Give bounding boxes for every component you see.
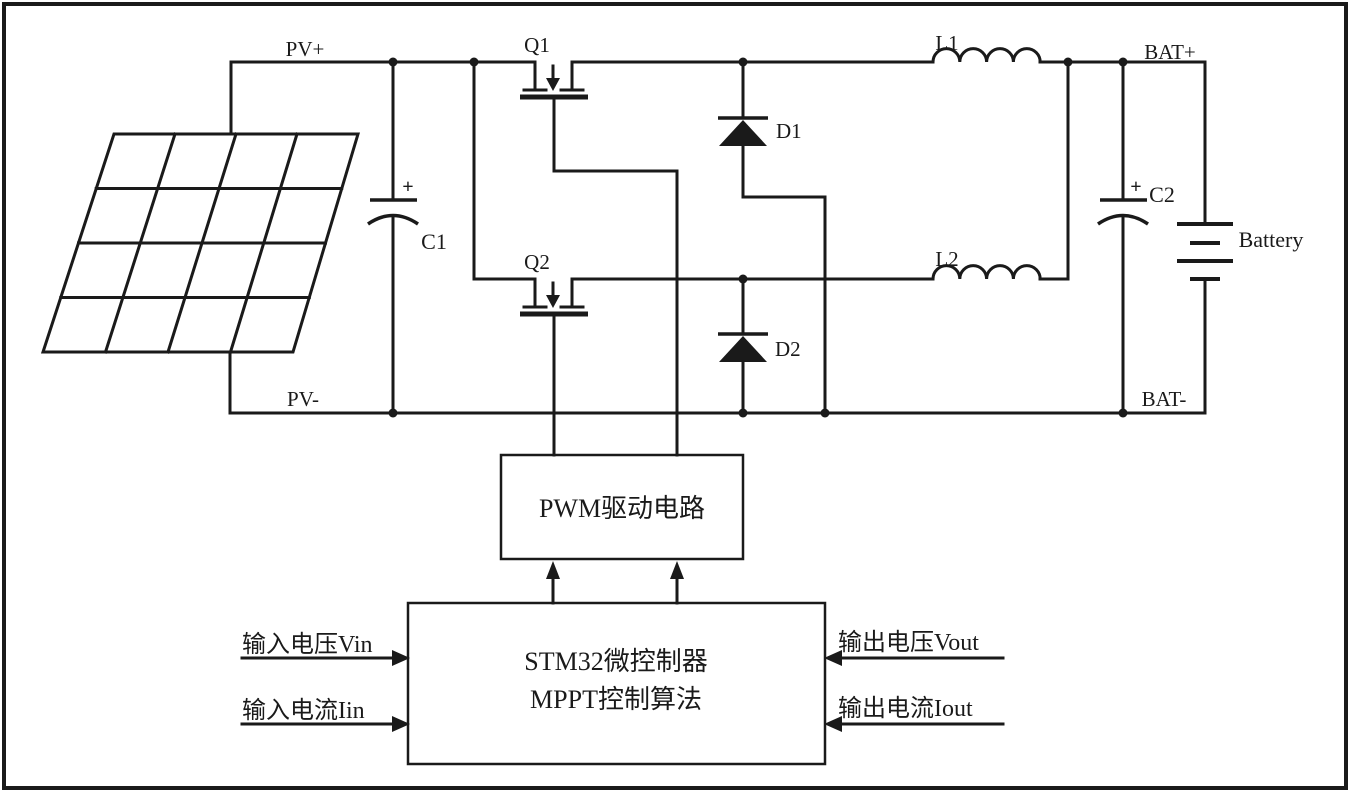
l2-label: L2: [935, 247, 958, 271]
c1-capacitor: [367, 198, 419, 226]
input-current-label: 输入电流Iin: [242, 697, 365, 724]
mcu-block: STM32微控制器 MPPT控制算法: [406, 601, 827, 766]
pwm-block-label: PWM驱动电路: [539, 494, 705, 523]
q2-body-arrow: [546, 295, 560, 308]
junction-dot: [1063, 57, 1073, 67]
solar-panel: [40, 132, 361, 354]
bat-minus-label: BAT-: [1142, 387, 1187, 411]
junction-dot: [388, 57, 398, 67]
l1-label: L1: [935, 31, 958, 55]
signal-labels: 输入电压Vin 输入电流Iin 输出电压Vout 输出电流Iout: [242, 629, 979, 724]
wire-pv-plus-rail: [229, 60, 537, 136]
d1-triangle: [719, 120, 767, 146]
arrow-left-icon: [824, 650, 842, 666]
mcu-block-label-line2: MPPT控制算法: [530, 685, 702, 714]
input-voltage-label: 输入电压Vin: [242, 631, 373, 658]
d1-diode: [718, 116, 768, 146]
l2-inductor: [931, 264, 1042, 281]
mcu-block-box: [406, 601, 827, 766]
output-signal-arrows: [824, 650, 1005, 732]
battery-label: Battery: [1239, 227, 1304, 252]
arrow-up-icon: [670, 561, 684, 579]
q1-mosfet: [520, 60, 588, 100]
solar-panel-outline: [40, 132, 361, 354]
junction-dot: [738, 408, 748, 418]
wire-q1-gate-route: [552, 97, 679, 457]
d2-triangle: [719, 336, 767, 362]
pv-plus-label: PV+: [286, 37, 325, 61]
output-current-label: 输出电流Iout: [838, 695, 973, 722]
junction-dot: [738, 57, 748, 67]
q1-body-arrow: [546, 78, 560, 91]
wire-pv-minus-rail: [228, 350, 1207, 415]
arrow-right-icon: [392, 716, 410, 732]
junction-dot: [1118, 57, 1128, 67]
junction-dot: [1118, 408, 1128, 418]
junction-dot: [820, 408, 830, 418]
wire-q2-drain-branch: [472, 60, 537, 281]
c2-label: C2: [1149, 182, 1175, 207]
c2-bottom-plate: [1097, 213, 1149, 226]
c1-label: C1: [421, 229, 447, 254]
c2-plus-sign: +: [1130, 176, 1141, 198]
d1-label: D1: [776, 119, 802, 143]
mcu-block-label-line1: STM32微控制器: [524, 647, 707, 676]
battery-symbol: [1177, 222, 1233, 281]
junction-dots: [388, 57, 1128, 418]
bat-plus-label: BAT+: [1144, 40, 1196, 64]
wires: [228, 60, 1207, 457]
q1-stubs: [522, 60, 585, 92]
solar-panel-grid: [59, 132, 344, 354]
output-voltage-label: 输出电压Vout: [838, 629, 979, 656]
c1-plus-sign: +: [402, 176, 413, 198]
d2-diode: [718, 332, 768, 362]
q2-stubs: [522, 277, 585, 309]
d2-label: D2: [775, 337, 801, 361]
wire-d1-branch: [741, 60, 827, 415]
q2-label: Q2: [524, 250, 550, 274]
l1-inductor: [931, 47, 1042, 64]
junction-dot: [388, 408, 398, 418]
pwm-block-box: [499, 453, 745, 561]
pwm-driver-block: PWM驱动电路: [499, 453, 745, 561]
wire-l2-riser: [1038, 60, 1070, 281]
c1-bottom-plate: [367, 213, 419, 226]
pwm-control-arrows: [546, 561, 684, 605]
junction-dot: [469, 57, 479, 67]
pv-minus-label: PV-: [287, 387, 319, 411]
c2-capacitor: [1097, 198, 1149, 226]
arrow-left-icon: [824, 716, 842, 732]
q1-label: Q1: [524, 33, 550, 57]
arrow-up-icon: [546, 561, 560, 579]
labels: PV+ PV- Q1 Q2 D1 D2 L1 L2 + C1 + C2 BAT+…: [286, 31, 1304, 411]
input-signal-arrows: [240, 650, 410, 732]
junction-dot: [738, 274, 748, 284]
arrow-right-icon: [392, 650, 410, 666]
q2-mosfet: [520, 277, 588, 317]
